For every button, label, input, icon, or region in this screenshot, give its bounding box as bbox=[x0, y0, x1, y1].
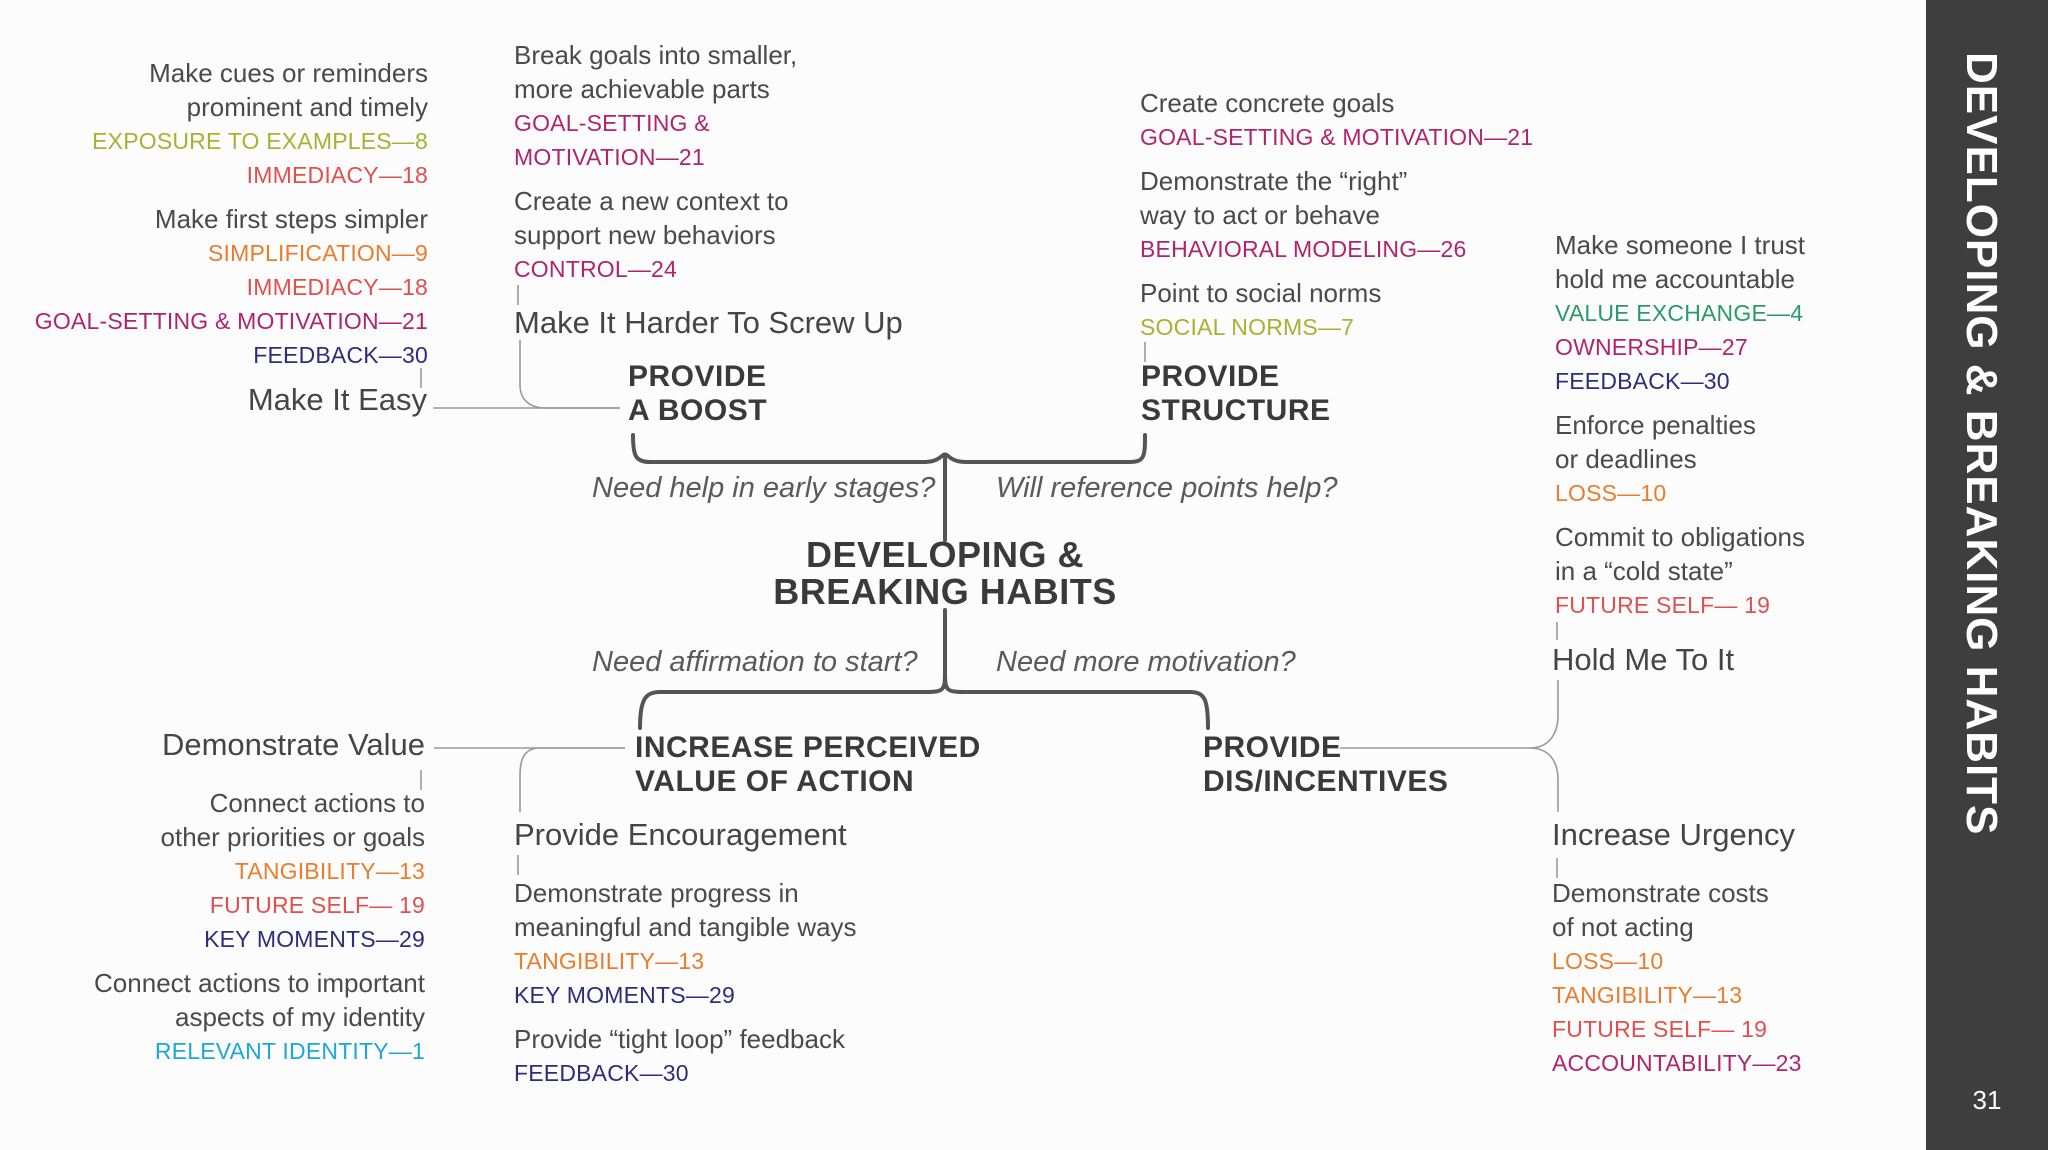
reference-tag: FUTURE SELF— 19 bbox=[1555, 592, 1771, 618]
note-line: Make first steps simpler bbox=[154, 204, 428, 234]
item-gap bbox=[35, 192, 428, 202]
reference-tag: TANGIBILITY—13 bbox=[514, 948, 705, 974]
connector-lines bbox=[420, 285, 1559, 878]
reference-tag: KEY MOMENTS—29 bbox=[514, 982, 735, 1008]
page-number: 31 bbox=[1972, 1085, 2002, 1115]
block-make-it-easy: Make cues or reminders prominent and time… bbox=[35, 56, 428, 372]
item-gap bbox=[94, 956, 425, 966]
reference-tag: SOCIAL NORMS—7 bbox=[1140, 314, 1355, 340]
note-line: or deadlines bbox=[1555, 444, 1697, 474]
note-line: Connect actions to bbox=[209, 788, 425, 818]
item-gap bbox=[514, 174, 797, 184]
item-gap bbox=[1555, 398, 1805, 408]
strategy-boost-line-1: PROVIDE bbox=[628, 360, 767, 393]
reference-tag: LOSS—10 bbox=[1555, 480, 1667, 506]
reference-tag: ACCOUNTABILITY—23 bbox=[1552, 1050, 1802, 1076]
reference-tag: SIMPLIFICATION—9 bbox=[207, 240, 428, 266]
reference-tag: FUTURE SELF— 19 bbox=[209, 892, 425, 918]
note-line: hold me accountable bbox=[1555, 264, 1795, 294]
note-line: Demonstrate costs bbox=[1552, 878, 1769, 908]
center-title-line-1: DEVELOPING & bbox=[805, 534, 1085, 575]
reference-tag: FUTURE SELF— 19 bbox=[1552, 1016, 1768, 1042]
reference-tag: MOTIVATION—21 bbox=[514, 144, 705, 170]
block-make-it-harder: Break goals into smaller, more achievable… bbox=[514, 38, 797, 286]
reference-tag: VALUE EXCHANGE—4 bbox=[1555, 300, 1804, 326]
subheading-hold-me-to-it: Hold Me To It bbox=[1552, 642, 1735, 677]
strategy-increase-value: INCREASE PERCEIVED VALUE OF ACTION bbox=[635, 731, 981, 799]
item-gap bbox=[1140, 154, 1533, 164]
item-gap bbox=[514, 1012, 857, 1022]
question-early-stages: Need help in early stages? bbox=[592, 472, 936, 504]
reference-tag: FEEDBACK—30 bbox=[1555, 368, 1730, 394]
reference-tag: KEY MOMENTS—29 bbox=[204, 926, 425, 952]
strategy-boost-line-2: A BOOST bbox=[628, 394, 768, 427]
note-line: way to act or behave bbox=[1140, 200, 1380, 230]
note-line: Create a new context to bbox=[514, 186, 789, 216]
item-gap bbox=[1140, 266, 1533, 276]
note-line: other priorities or goals bbox=[160, 822, 425, 852]
question-affirmation: Need affirmation to start? bbox=[592, 646, 918, 678]
question-reference-points: Will reference points help? bbox=[996, 472, 1338, 504]
strategy-provide-incentives: PROVIDE DIS/INCENTIVES bbox=[1203, 731, 1448, 799]
strategy-incentives-line-2: DIS/INCENTIVES bbox=[1203, 765, 1449, 798]
item-gap bbox=[1555, 510, 1805, 520]
reference-tag: IMMEDIACY—18 bbox=[246, 162, 428, 188]
strategy-structure-line-2: STRUCTURE bbox=[1141, 394, 1331, 427]
note-line: Commit to obligations bbox=[1555, 522, 1805, 552]
reference-tag: EXPOSURE TO EXAMPLES—8 bbox=[92, 128, 428, 154]
note-line: in a “cold state” bbox=[1555, 556, 1733, 586]
reference-tag: TANGIBILITY—13 bbox=[234, 858, 425, 884]
center-title: DEVELOPING & BREAKING HABITS bbox=[745, 536, 1145, 610]
subheading-make-it-easy: Make It Easy bbox=[247, 382, 427, 417]
subheading-provide-encouragement: Provide Encouragement bbox=[514, 817, 847, 852]
reference-tag: BEHAVIORAL MODELING—26 bbox=[1140, 236, 1467, 262]
block-provide-encouragement: Demonstrate progress in meaningful and ta… bbox=[514, 876, 857, 1090]
reference-tag: LOSS—10 bbox=[1552, 948, 1664, 974]
note-line: support new behaviors bbox=[514, 220, 776, 250]
strategy-structure-line-1: PROVIDE bbox=[1141, 360, 1280, 393]
strategy-provide-boost: PROVIDE A BOOST bbox=[628, 360, 767, 428]
note-line: Provide “tight loop” feedback bbox=[514, 1024, 845, 1054]
strategy-provide-structure: PROVIDE STRUCTURE bbox=[1141, 360, 1331, 428]
note-line: Break goals into smaller, bbox=[514, 40, 798, 70]
subheading-demonstrate-value: Demonstrate Value bbox=[161, 727, 425, 762]
reference-tag: CONTROL—24 bbox=[514, 256, 678, 282]
reference-tag: GOAL-SETTING & bbox=[514, 110, 710, 136]
note-line: Demonstrate progress in bbox=[514, 878, 799, 908]
reference-tag: RELEVANT IDENTITY—1 bbox=[154, 1038, 425, 1064]
reference-tag: GOAL-SETTING & MOTIVATION—21 bbox=[34, 308, 428, 334]
note-line: Make cues or reminders bbox=[149, 58, 428, 88]
note-line: meaningful and tangible ways bbox=[514, 912, 857, 942]
center-title-line-2: BREAKING HABITS bbox=[773, 571, 1117, 612]
reference-tag: GOAL-SETTING & MOTIVATION—21 bbox=[1140, 124, 1534, 150]
reference-tag: FEEDBACK—30 bbox=[514, 1060, 689, 1086]
note-line: Create concrete goals bbox=[1140, 88, 1395, 118]
strategy-value-line-2: VALUE OF ACTION bbox=[635, 765, 915, 798]
sidebar-title: DEVELOPING & BREAKING HABITS bbox=[1957, 52, 2006, 836]
note-line: Demonstrate the “right” bbox=[1140, 166, 1408, 196]
note-line: Point to social norms bbox=[1140, 278, 1382, 308]
subheading-make-it-harder: Make It Harder To Screw Up bbox=[514, 305, 903, 340]
strategy-incentives-line-1: PROVIDE bbox=[1203, 731, 1342, 764]
mind-map: DEVELOPING & BREAKING HABITS Need help i… bbox=[35, 38, 1805, 1090]
reference-tag: OWNERSHIP—27 bbox=[1555, 334, 1748, 360]
question-motivation: Need more motivation? bbox=[996, 646, 1296, 678]
subheading-increase-urgency: Increase Urgency bbox=[1552, 817, 1795, 852]
reference-tag: IMMEDIACY—18 bbox=[246, 274, 428, 300]
note-line: Enforce penalties bbox=[1555, 410, 1756, 440]
reference-tag: TANGIBILITY—13 bbox=[1552, 982, 1743, 1008]
note-line: prominent and timely bbox=[186, 92, 428, 122]
note-line: of not acting bbox=[1552, 912, 1694, 942]
note-line: Make someone I trust bbox=[1555, 230, 1805, 260]
sidebar: DEVELOPING & BREAKING HABITS 31 bbox=[1926, 0, 2048, 1150]
block-demonstrate-value: Connect actions to other priorities or go… bbox=[94, 786, 425, 1068]
strategy-value-line-1: INCREASE PERCEIVED bbox=[635, 731, 981, 764]
note-line: aspects of my identity bbox=[175, 1002, 425, 1032]
note-line: more achievable parts bbox=[514, 74, 770, 104]
note-line: Connect actions to important bbox=[94, 968, 425, 998]
reference-tag: FEEDBACK—30 bbox=[253, 342, 428, 368]
